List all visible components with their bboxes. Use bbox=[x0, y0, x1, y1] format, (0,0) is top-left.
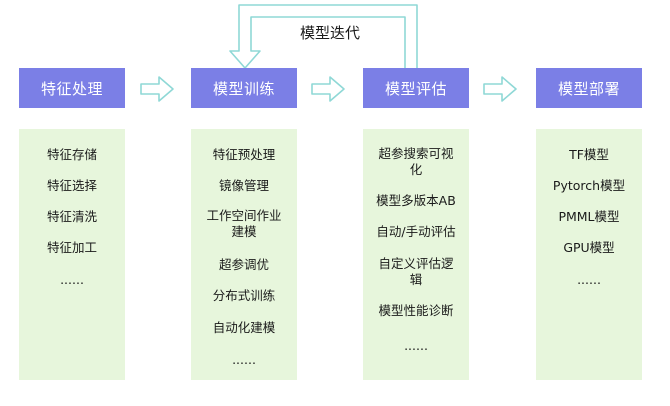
arrow-train-to-eval bbox=[311, 76, 345, 102]
list-item: 镜像管理 bbox=[218, 178, 269, 193]
list-item: 分布式训练 bbox=[212, 288, 276, 303]
stage-column-deploy: TF模型 Pytorch模型 PMML模型 GPU模型 ...... bbox=[536, 129, 642, 380]
list-item: 超参搜索可视化 bbox=[378, 146, 454, 177]
stage-header-deploy: 模型部署 bbox=[536, 68, 642, 108]
list-item: ...... bbox=[232, 352, 256, 367]
list-item: PMML模型 bbox=[558, 209, 620, 224]
list-item: 特征存储 bbox=[46, 147, 97, 162]
list-item: ...... bbox=[60, 272, 84, 287]
arrow-eval-to-deploy bbox=[483, 76, 517, 102]
stage-header-train: 模型训练 bbox=[191, 68, 297, 108]
list-item: 特征预处理 bbox=[212, 147, 276, 162]
iteration-loop-arrow bbox=[229, 4, 418, 74]
list-item: Pytorch模型 bbox=[552, 178, 626, 193]
list-item: 模型多版本AB bbox=[376, 193, 456, 208]
arrow-feature-to-train bbox=[140, 76, 174, 102]
list-item: 模型性能诊断 bbox=[378, 303, 454, 318]
list-item: 特征选择 bbox=[46, 178, 97, 193]
list-item: 超参调优 bbox=[218, 257, 269, 272]
list-item: 特征加工 bbox=[46, 240, 97, 255]
list-item: 自动/手动评估 bbox=[376, 224, 456, 239]
list-item: GPU模型 bbox=[563, 240, 615, 255]
stage-column-train: 特征预处理 镜像管理 工作空间作业建模 超参调优 分布式训练 自动化建模 ...… bbox=[191, 129, 297, 380]
stage-column-eval: 超参搜索可视化 模型多版本AB 自动/手动评估 自定义评估逻辑 模型性能诊断 .… bbox=[363, 129, 469, 380]
stage-column-feature: 特征存储 特征选择 特征清洗 特征加工 ...... bbox=[19, 129, 125, 380]
list-item: ...... bbox=[577, 272, 601, 287]
list-item: TF模型 bbox=[569, 147, 609, 162]
list-item: 自定义评估逻辑 bbox=[378, 256, 454, 287]
list-item: 特征清洗 bbox=[46, 209, 97, 224]
stage-header-eval: 模型评估 bbox=[363, 68, 469, 108]
stage-header-feature: 特征处理 bbox=[19, 68, 125, 108]
iteration-label: 模型迭代 bbox=[299, 24, 360, 42]
list-item: 自动化建模 bbox=[212, 320, 276, 335]
list-item: 工作空间作业建模 bbox=[206, 208, 282, 239]
list-item: ...... bbox=[404, 338, 428, 353]
